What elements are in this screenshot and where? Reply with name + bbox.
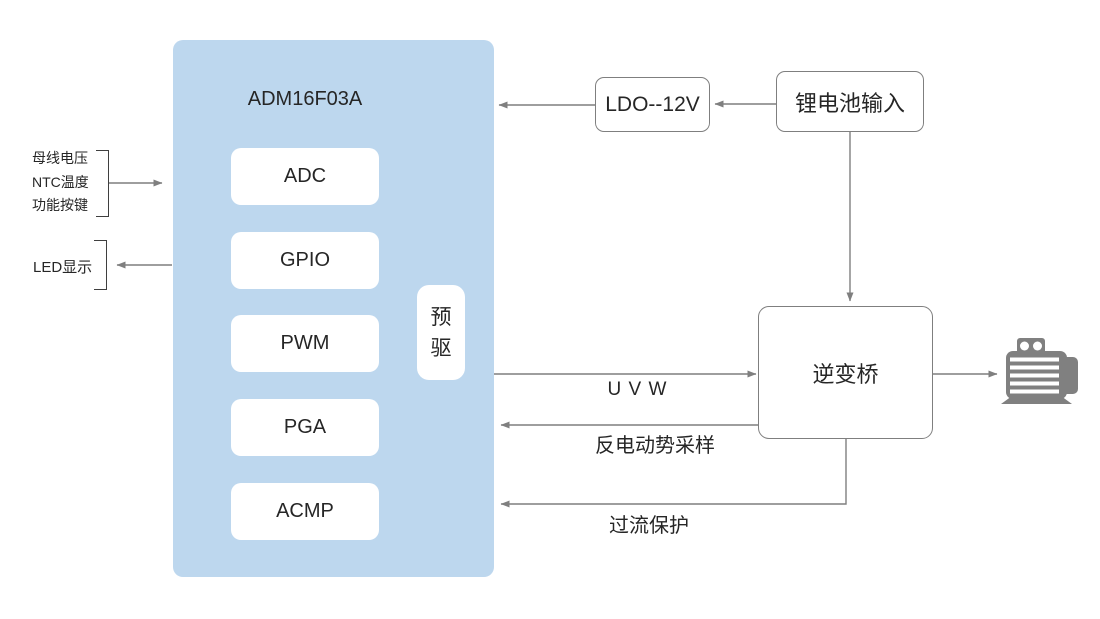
- led-display-label: LED显示: [33, 259, 93, 276]
- mcu-title: ADM16F03A: [247, 88, 363, 110]
- battery-input-box: 锂电池输入: [776, 71, 924, 132]
- led-bracket: [94, 240, 107, 290]
- input-line-function-keys: 功能按键: [32, 197, 88, 213]
- module-acmp: ACMP: [231, 483, 379, 540]
- module-gpio: GPIO: [231, 232, 379, 289]
- overcurrent-protect-label: 过流保护: [609, 515, 689, 537]
- uvw-signal-label: U V W: [607, 379, 668, 400]
- external-inputs-label: 母线电压 NTC温度 功能按键: [32, 147, 89, 218]
- module-adc: ADC: [231, 148, 379, 205]
- inputs-bracket: [96, 150, 109, 217]
- motor-icon: [1001, 338, 1078, 404]
- predriver-label: 预驱: [430, 305, 452, 360]
- inverter-bridge-box: 逆变桥: [758, 306, 933, 439]
- input-line-bus-voltage: 母线电压: [32, 150, 88, 166]
- module-pwm: PWM: [231, 315, 379, 372]
- module-pga: PGA: [231, 399, 379, 456]
- module-predriver: 预驱: [417, 285, 465, 380]
- input-line-ntc-temp: NTC温度: [32, 173, 89, 190]
- back-emf-sampling-label: 反电动势采样: [595, 435, 715, 457]
- ldo-box: LDO--12V: [595, 77, 710, 132]
